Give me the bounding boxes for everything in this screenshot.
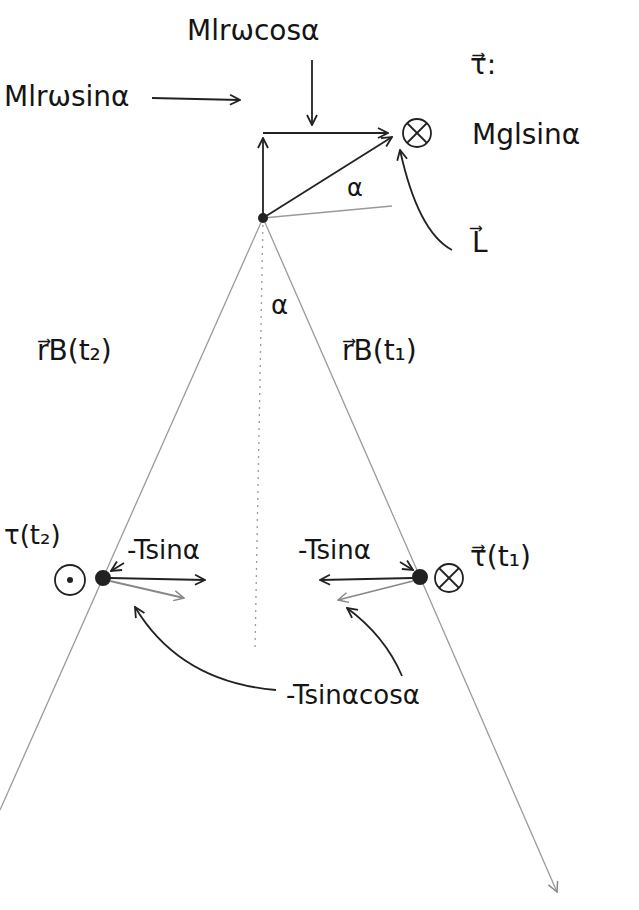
- strings: [0, 206, 557, 892]
- angular-momentum-vectors: [152, 60, 452, 250]
- vertical-axis: [255, 218, 263, 650]
- bob-right: [320, 562, 463, 600]
- force-arrow: [110, 581, 184, 598]
- pivot: [258, 213, 268, 223]
- force-label: -Tsinα: [125, 535, 202, 566]
- force-arrow: [320, 578, 413, 580]
- angle-label: α: [345, 174, 365, 203]
- force-label: -Tsinαcosα: [284, 680, 422, 711]
- string-extension: [420, 577, 557, 892]
- torque-label: τ(t₂): [2, 520, 63, 551]
- leader-arrow: [311, 60, 313, 125]
- bob-left: [55, 563, 205, 598]
- into-page-symbol: [435, 564, 463, 592]
- force-arrow: [110, 578, 205, 580]
- position-label: r⃗B(t₂): [35, 334, 114, 368]
- leader-arrows: [135, 607, 402, 690]
- position-label: r⃗B(t₁): [340, 334, 419, 368]
- leader-arrow: [400, 150, 452, 250]
- force-arrow: [338, 581, 413, 600]
- torque-label: τ⃗(t₁): [468, 540, 533, 574]
- component-label: Mlrωsinα: [2, 80, 131, 114]
- vector-arrow: [262, 138, 264, 218]
- vector-label: L⃗: [470, 226, 490, 260]
- angle-label: α: [269, 290, 290, 321]
- vector-arrow: [263, 137, 392, 218]
- into-page-symbol: [403, 119, 431, 147]
- force-label: -Tsinα: [296, 535, 373, 566]
- leader-arrow: [152, 98, 240, 100]
- torque-label: τ⃗:: [468, 48, 498, 82]
- string-right: [263, 218, 420, 577]
- vector-arrow: [263, 132, 388, 134]
- out-of-page-symbol: [55, 565, 85, 595]
- torque-value: Mglsinα: [470, 118, 582, 152]
- leader-arrow: [400, 562, 413, 570]
- string-extension: [0, 578, 103, 810]
- leader-arrow: [111, 563, 124, 571]
- component-label: Mlrωcosα: [185, 14, 321, 48]
- string-left: [103, 218, 263, 578]
- reference-line: [263, 206, 392, 218]
